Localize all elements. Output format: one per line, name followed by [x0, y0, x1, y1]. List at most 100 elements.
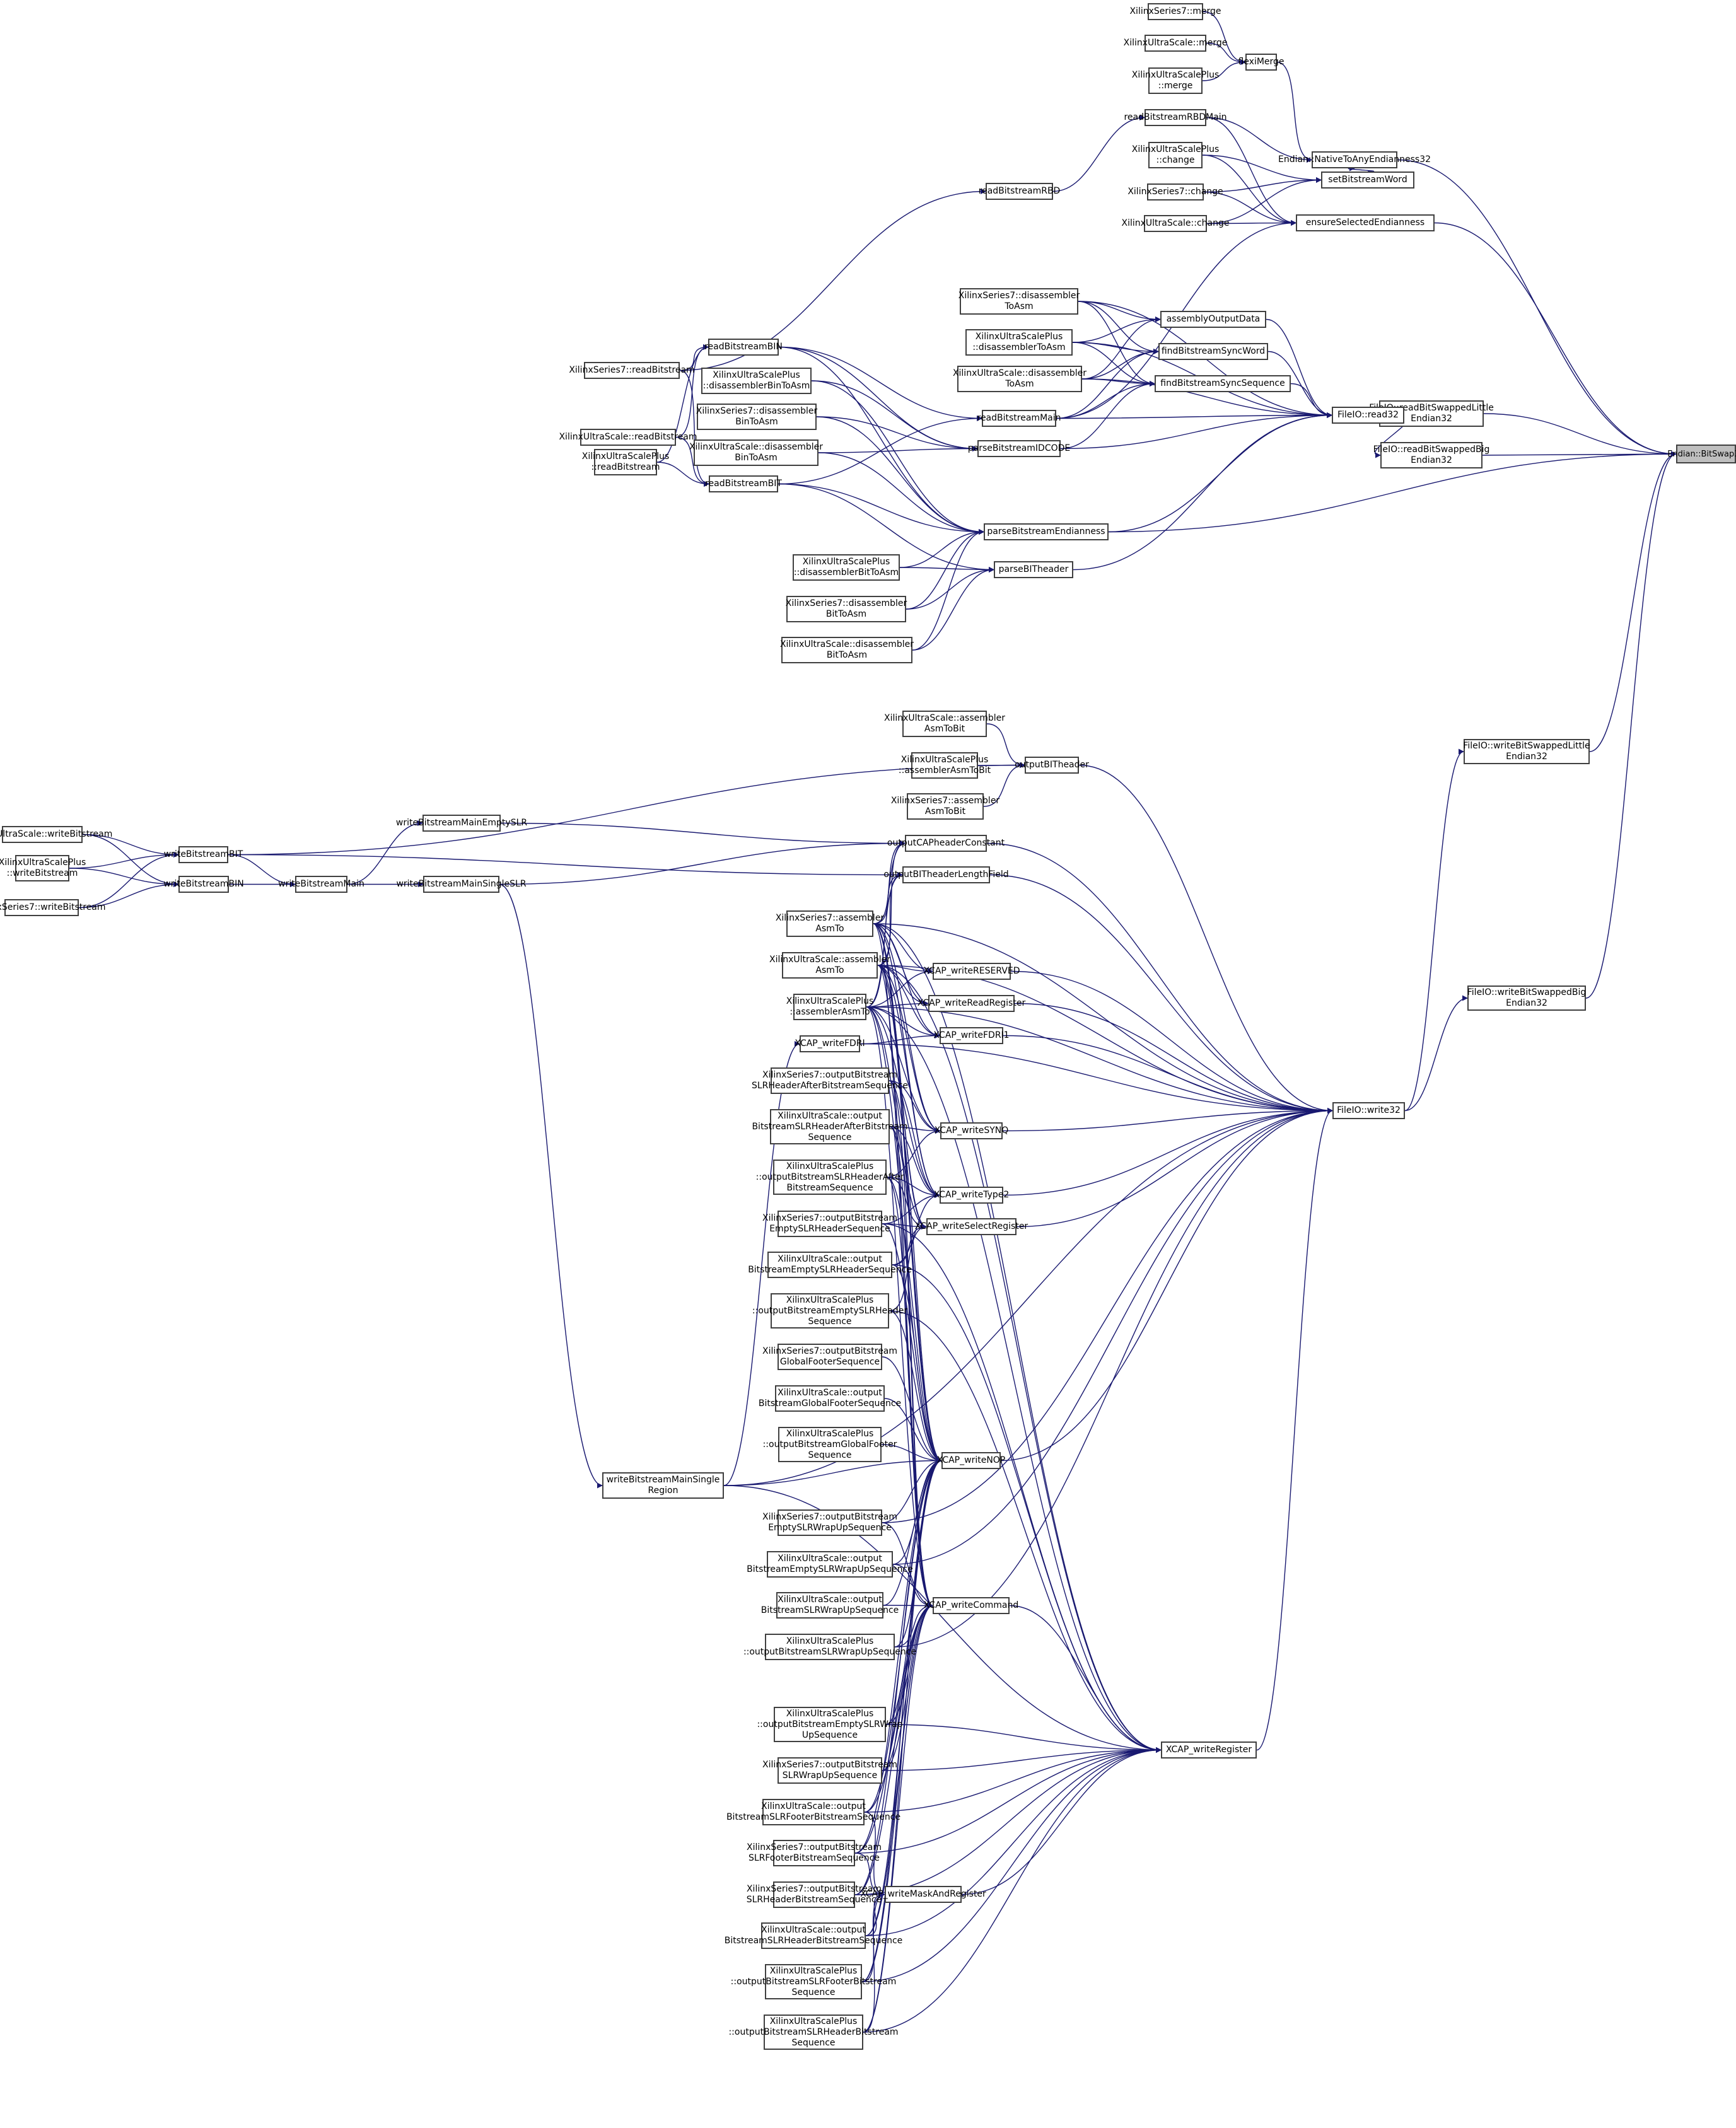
edge-us-asmto-to-synq — [877, 965, 941, 1134]
node-ultrascale-slr-footer-bitstream-seq[interactable]: XilinxUltraScale::output BitstreamSLRFoo… — [726, 1799, 900, 1825]
node-read-bitstream-main[interactable]: readBitstreamMain — [977, 410, 1061, 427]
node-ultrascale-slr-header-after-bitstream-seq[interactable]: XilinxUltraScale::output BitstreamSLRHea… — [752, 1109, 908, 1144]
edge-wbmain-to-wbmain-empty — [347, 820, 423, 885]
node-series7-disassembler-to-asm[interactable]: XilinxSeries7::disassembler ToAsm — [958, 288, 1080, 315]
node-ultrascale-disassembler-bin-to-asm[interactable]: XilinxUltraScale::disassembler BinToAsm — [689, 439, 823, 466]
node-series7-merge[interactable]: XilinxSeries7::merge — [1129, 3, 1221, 20]
node-ultrascaleplus-slr-header-after-bitstream-seq[interactable]: XilinxUltraScalePlus ::outputBitstreamSL… — [756, 1160, 904, 1195]
node-series7-slr-footer-bitstream-seq[interactable]: XilinxSeries7::outputBitstream SLRFooter… — [747, 1840, 882, 1866]
node-fileio-write32[interactable]: FileIO::write32 — [1332, 1102, 1405, 1119]
edge-asmout-to-read32 — [1266, 318, 1332, 418]
node-xcap-write-synq[interactable]: XCAP_writeSYNQ — [935, 1122, 1008, 1139]
node-read-bitstream-bin[interactable]: readBitstreamBIN — [704, 339, 783, 356]
node-ultrascaleplus-slr-wrapup-seq[interactable]: XilinxUltraScalePlus ::outputBitstreamSL… — [743, 1634, 916, 1660]
node-fileio-read32[interactable]: FileIO::read32 — [1332, 407, 1404, 424]
node-ultrascaleplus-merge[interactable]: XilinxUltraScalePlus ::merge — [1132, 67, 1219, 94]
node-read-bitstream-bit[interactable]: readBitstreamBIT — [705, 475, 782, 492]
edge-rbdmain-to-native — [1206, 117, 1312, 163]
node-series7-disassembler-bit-to-asm[interactable]: XilinxSeries7::disassembler BitToAsm — [786, 596, 907, 622]
node-ultrascale-read-bitstream[interactable]: XilinxUltraScale::readBitstream — [559, 429, 697, 446]
node-ultrascaleplus-assembler-asm-to[interactable]: XilinxUltraScalePlus ::assemblerAsmTo — [786, 994, 873, 1020]
node-find-bitstream-sync-sequence[interactable]: findBitstreamSyncSequence — [1155, 375, 1291, 392]
node-ultrascaleplus-change[interactable]: XilinxUltraScalePlus ::change — [1132, 142, 1219, 168]
node-assembly-output-data[interactable]: assemblyOutputData — [1160, 311, 1266, 328]
node-ultrascale-empty-slr-wrapup-seq[interactable]: XilinxUltraScale::output BitstreamEmptyS… — [747, 1551, 913, 1578]
node-ultrascaleplus-empty-slr-wrapup-seq[interactable]: XilinxUltraScalePlus ::outputBitstreamEm… — [757, 1707, 903, 1742]
node-xcap-write-select-register[interactable]: XCAP_writeSelectRegister — [915, 1218, 1028, 1235]
node-ultrascale-slr-header-bitstream-seq[interactable]: XilinxUltraScale::output BitstreamSLRHea… — [725, 1922, 902, 1949]
node-xcap-write-nop[interactable]: XCAP_writeNOP — [937, 1452, 1005, 1469]
node-ultrascale-write-bitstream[interactable]: XilinxUltraScale::writeBitstream — [0, 826, 112, 843]
node-write-bitstream-main-empty-slr[interactable]: writeBitstreamMainEmptySLR — [396, 815, 527, 832]
node-xcap-write-fdri[interactable]: XCAP_writeFDRI — [795, 1035, 865, 1052]
node-ultrascale-disassembler-bit-to-asm[interactable]: XilinxUltraScale::disassembler BitToAsm — [780, 637, 914, 663]
node-xcap-write-fdri1[interactable]: XCAP_writeFDRI1 — [933, 1027, 1010, 1044]
node-ensure-selected-endianness[interactable]: ensureSelectedEndianness — [1296, 214, 1435, 231]
edge-endianness-to-read32 — [1108, 412, 1332, 533]
node-read-bitstream-rbd-main[interactable]: readBitstreamRBDMain — [1124, 109, 1227, 126]
node-series7-slr-header-after-bitstream-seq[interactable]: XilinxSeries7::outputBitstream SLRHeader… — [752, 1067, 908, 1094]
edge-us-emptyhdr-to-writereg — [892, 1264, 1162, 1753]
node-write-bitswapped-big-endian32[interactable]: FileIO::writeBitSwappedBig Endian32 — [1467, 986, 1586, 1011]
node-ultrascaleplus-read-bitstream[interactable]: XilinxUltraScalePlus ::readBitstream — [582, 449, 669, 475]
node-xcap-write-read-register[interactable]: XCAP_writeReadRegister — [918, 995, 1025, 1012]
node-write-bitswapped-little-endian32[interactable]: FileIO::writeBitSwappedLittle Endian32 — [1463, 739, 1590, 764]
node-series7-disassembler-bin-to-asm[interactable]: XilinxSeries7::disassembler BinToAsm — [696, 404, 817, 430]
node-series7-slr-header-bitstream-seq[interactable]: XilinxSeries7::outputBitstream SLRHeader… — [747, 1881, 882, 1908]
node-series7-slr-wrapup-seq[interactable]: XilinxSeries7::outputBitstream SLRWrapUp… — [762, 1757, 897, 1784]
edge-us-binasm-to-endianness — [818, 452, 984, 535]
edge-us-binasm-to-idcode — [818, 446, 978, 453]
node-output-bit-header-length-field[interactable]: outputBITheaderLengthField — [883, 866, 1009, 883]
node-series7-empty-slr-wrapup-seq[interactable]: XilinxSeries7::outputBitstream EmptySLRW… — [762, 1509, 897, 1536]
edge-rbin-to-idcode — [778, 346, 978, 451]
node-write-bitstream-main-single-slr[interactable]: writeBitstreamMainSingleSLR — [396, 876, 527, 893]
node-parse-bitstream-idcode[interactable]: parseBitstreamIDCODE — [968, 440, 1070, 457]
node-write-bitstream-bin[interactable]: writeBitstreamBIN — [163, 876, 244, 893]
node-ultrascaleplus-disassembler-bin-to-asm[interactable]: XilinxUltraScalePlus ::disassemblerBinTo… — [701, 368, 812, 394]
node-ultrascale-global-footer-seq[interactable]: XilinxUltraScale::output BitstreamGlobal… — [759, 1385, 901, 1412]
node-ultrascaleplus-assembler-asm-to-bit[interactable]: XilinxUltraScalePlus ::assemblerAsmToBit — [899, 752, 991, 779]
node-ultrascaleplus-empty-slr-header-seq[interactable]: XilinxUltraScalePlus ::outputBitstreamEm… — [752, 1293, 907, 1329]
node-native-to-any-endianness32[interactable]: Endian::NativeToAnyEndianness32 — [1278, 151, 1431, 168]
node-ultrascaleplus-write-bitstream[interactable]: XilinxUltraScalePlus ::writeBitstream — [0, 855, 86, 881]
node-series7-write-bitstream[interactable]: XilinxSeries7::writeBitstream — [0, 899, 106, 916]
node-xcap-write-register[interactable]: XCAP_writeRegister — [1161, 1741, 1257, 1759]
node-flexi-merge[interactable]: flexiMerge — [1238, 54, 1285, 71]
node-ultrascale-change[interactable]: XilinxUltraScale::change — [1122, 215, 1230, 232]
node-write-bitstream-bit[interactable]: writeBitstreamBIT — [164, 846, 243, 863]
node-write-bitstream-main[interactable]: writeBitstreamMain — [278, 876, 364, 893]
node-series7-read-bitstream[interactable]: XilinxSeries7::readBitstream — [569, 362, 695, 379]
node-series7-assembler-asm-to[interactable]: XilinxSeries7::assembler AsmTo — [776, 910, 884, 937]
node-read-bitswapped-big-endian32[interactable]: FileIO::readBitSwappedBig Endian32 — [1373, 442, 1489, 468]
node-xcap-write-reserved[interactable]: XCAP_writeRESERVED — [923, 963, 1020, 980]
node-parse-bitstream-endianness[interactable]: parseBitstreamEndianness — [984, 523, 1109, 540]
node-series7-empty-slr-header-seq[interactable]: XilinxSeries7::outputBitstream EmptySLRH… — [762, 1211, 897, 1237]
node-series7-assembler-asm-to-bit[interactable]: XilinxSeries7::assembler AsmToBit — [891, 793, 999, 820]
node-read-bitstream-rbd[interactable]: readBitstreamRBD — [979, 183, 1060, 200]
node-ultrascale-merge[interactable]: XilinxUltraScale::merge — [1124, 35, 1227, 52]
node-ultrascale-slr-wrapup-seq[interactable]: XilinxUltraScale::output BitstreamSLRWra… — [761, 1592, 899, 1619]
node-output-cap-header-constant[interactable]: outputCAPheaderConstant — [887, 835, 1005, 852]
node-parse-bit-header[interactable]: parseBITheader — [994, 561, 1073, 578]
edge-s7-slrwrap-to-writereg — [882, 1747, 1162, 1771]
edge-s7-emptyhdr-to-writereg — [882, 1223, 1162, 1753]
node-ultrascaleplus-global-footer-seq[interactable]: XilinxUltraScalePlus ::outputBitstreamGl… — [763, 1427, 897, 1462]
node-xcap-write-command[interactable]: XCAP_writeCommand — [924, 1597, 1018, 1614]
node-ultrascaleplus-disassembler-bit-to-asm[interactable]: XilinxUltraScalePlus ::disassemblerBitTo… — [793, 554, 900, 581]
node-ultrascaleplus-slr-header-bitstream-seq[interactable]: XilinxUltraScalePlus ::outputBitstreamSL… — [728, 2015, 899, 2050]
node-set-bitstream-word[interactable]: setBitstreamWord — [1321, 172, 1414, 189]
node-endian-bitswap32[interactable]: Endian::BitSwap32 — [1667, 445, 1736, 463]
node-ultrascale-disassembler-to-asm[interactable]: XilinxUltraScale::disassembler ToAsm — [953, 366, 1086, 392]
node-ultrascaleplus-disassembler-to-asm[interactable]: XilinxUltraScalePlus ::disassemblerToAsm — [965, 329, 1073, 356]
node-series7-change[interactable]: XilinxSeries7::change — [1127, 183, 1223, 201]
node-ultrascale-assembler-asm-to-bit[interactable]: XilinxUltraScale::assembler AsmToBit — [884, 711, 1005, 737]
node-ultrascale-assembler-asm-to[interactable]: XilinxUltraScale::assembler AsmTo — [769, 952, 890, 979]
node-write-bitstream-main-single-region[interactable]: writeBitstreamMainSingle Region — [602, 1472, 724, 1499]
node-xcap-write-type2[interactable]: XCAP_writeType2 — [934, 1187, 1009, 1204]
node-find-bitstream-sync-word[interactable]: findBitstreamSyncWord — [1158, 343, 1268, 360]
node-output-bit-header[interactable]: outputBITheader — [1015, 757, 1089, 774]
node-series7-global-footer-seq[interactable]: XilinxSeries7::outputBitstream GlobalFoo… — [762, 1344, 897, 1370]
node-xcap-write-mask-and-register[interactable]: XCAP_writeMaskAndRegister — [860, 1886, 986, 1903]
node-ultrascale-empty-slr-header-seq[interactable]: XilinxUltraScale::output BitstreamEmptyS… — [748, 1252, 912, 1278]
node-ultrascaleplus-slr-footer-bitstream-seq[interactable]: XilinxUltraScalePlus ::outputBitstreamSL… — [731, 1964, 896, 1999]
